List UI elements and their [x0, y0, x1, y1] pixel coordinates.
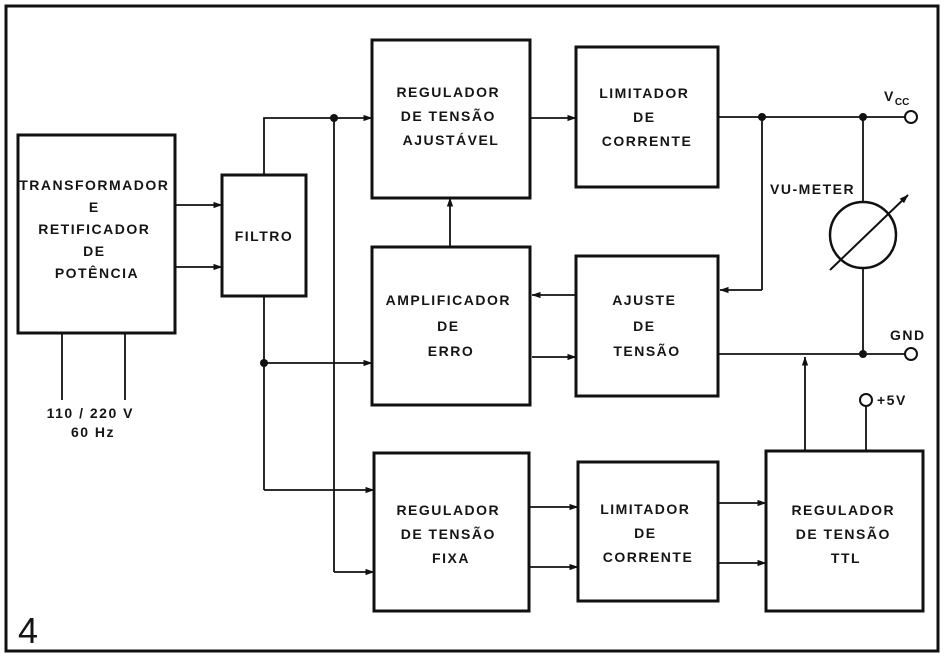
fixed-regulator-block	[372, 451, 531, 613]
junction-dot	[859, 113, 867, 121]
vcc-terminal-icon	[904, 110, 918, 124]
transformer-label-line: DE	[83, 243, 105, 259]
transformer-label-line: E	[89, 199, 100, 215]
ttl-regulator-label-line: DE TENSÃO	[796, 525, 891, 542]
vcc-main-text: V	[884, 88, 895, 104]
fixed-regulator-label: REGULADOR DE TENSÃO FIXA	[396, 502, 505, 566]
current-limiter-lower-label-line: CORRENTE	[603, 549, 694, 565]
error-amplifier-label-line: ERRO	[428, 343, 474, 359]
current-limiter-upper-label-line: CORRENTE	[602, 133, 693, 149]
voltage-adjust-label-line: DE	[633, 318, 655, 334]
current-limiter-upper-block	[574, 45, 720, 189]
adjustable-regulator-label-line: DE TENSÃO	[401, 107, 496, 124]
transformer-label-line: TRANSFORMADOR	[19, 177, 169, 193]
filter-block	[220, 173, 308, 298]
adjustable-regulator-label-line: REGULADOR	[396, 84, 500, 100]
current-limiter-upper-label: LIMITADOR DE CORRENTE	[599, 85, 695, 149]
filter-label: FILTRO	[235, 228, 294, 244]
current-limiter-lower-label: LIMITADOR DE CORRENTE	[600, 501, 696, 565]
transformer-rectifier-block	[16, 133, 177, 335]
fixed-regulator-label-line: REGULADOR	[396, 502, 500, 518]
mains-frequency-line: 60 Hz	[71, 424, 115, 440]
plus5v-label: +5V	[877, 392, 907, 408]
fixed-regulator-label-line: DE TENSÃO	[401, 525, 496, 542]
vu-meter-label: VU-METER	[770, 181, 855, 197]
gnd-label: GND	[890, 327, 926, 343]
transformer-label: TRANSFORMADOR E RETIFICADOR DE POTÊNCIA	[19, 177, 175, 281]
error-amplifier-label-line: DE	[437, 318, 459, 334]
wiring	[61, 114, 905, 576]
current-limiter-lower-label-line: LIMITADOR	[600, 501, 690, 517]
adjustable-regulator-block	[370, 38, 532, 200]
fixed-regulator-label-line: FIXA	[432, 550, 470, 566]
current-limiter-lower-label-line: DE	[634, 525, 656, 541]
current-limiter-upper-label-line: DE	[633, 109, 655, 125]
voltage-adjust-label-line: TENSÃO	[613, 342, 680, 359]
ttl-regulator-label-line: REGULADOR	[791, 502, 895, 518]
junction-dot	[758, 113, 766, 121]
transformer-label-line: RETIFICADOR	[38, 221, 150, 237]
plus5v-terminal-icon	[859, 393, 873, 407]
voltage-adjust-block	[574, 254, 720, 398]
gnd-terminal-icon	[904, 347, 918, 361]
vcc-subscript-text: CC	[895, 97, 909, 108]
filter-label-line: FILTRO	[235, 228, 294, 244]
current-limiter-lower-block	[576, 460, 720, 603]
voltage-adjust-label-line: AJUSTE	[612, 292, 676, 308]
ttl-regulator-label: REGULADOR DE TENSÃO TTL	[791, 502, 900, 566]
mains-voltage-label: 110 / 220 V 60 Hz	[47, 405, 140, 440]
vcc-label: VCC	[884, 88, 909, 108]
junction-dot	[859, 350, 867, 358]
voltage-adjust-label: AJUSTE DE TENSÃO	[612, 292, 682, 359]
vu-meter-icon	[828, 194, 909, 271]
mains-voltage-line: 110 / 220 V	[47, 405, 134, 421]
ttl-regulator-label-line: TTL	[831, 550, 861, 566]
adjustable-regulator-label-line: AJUSTÁVEL	[403, 132, 500, 148]
figure-number: 4	[18, 610, 38, 651]
ttl-regulator-block	[764, 449, 925, 613]
error-amplifier-block	[370, 245, 532, 407]
junction-dot	[330, 114, 338, 122]
junction-dot	[260, 359, 268, 367]
error-amplifier-label-line: AMPLIFICADOR	[386, 292, 511, 308]
junction-dots	[260, 113, 867, 367]
transformer-label-line: POTÊNCIA	[55, 264, 139, 281]
current-limiter-upper-label-line: LIMITADOR	[599, 85, 689, 101]
adjustable-regulator-label: REGULADOR DE TENSÃO AJUSTÁVEL	[396, 84, 505, 148]
error-amplifier-label: AMPLIFICADOR DE ERRO	[386, 292, 517, 359]
terminals	[859, 110, 918, 407]
